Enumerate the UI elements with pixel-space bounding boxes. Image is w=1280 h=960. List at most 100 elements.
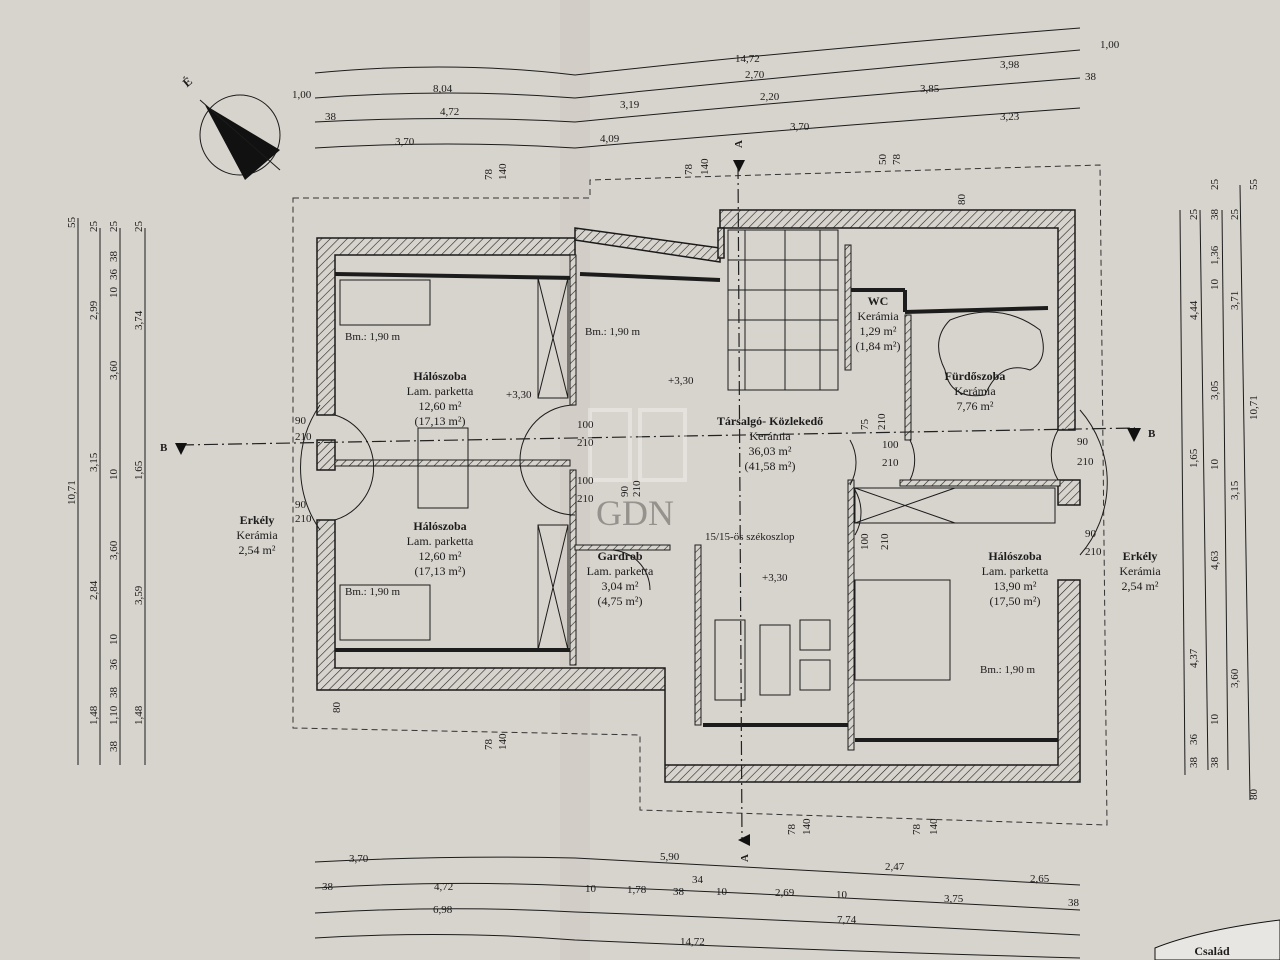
section-label-b: B xyxy=(160,442,168,454)
watermark-logo: GDN xyxy=(588,408,687,533)
dimension-label: 55 xyxy=(1248,179,1260,191)
dimension-label: 3,60 xyxy=(108,540,120,560)
section-line-a xyxy=(737,164,743,841)
section-marker-b-right xyxy=(1127,428,1141,442)
window-size-label: 78 xyxy=(483,169,495,181)
dimension-label: 4,72 xyxy=(434,881,453,893)
level-mark: +3,30 xyxy=(506,389,532,401)
dimension-label: 1,65 xyxy=(1188,448,1200,468)
dimension-label: 38 xyxy=(108,741,120,753)
dimension-label: 3,70 xyxy=(349,853,369,865)
dimension-label: 10 xyxy=(1209,459,1221,471)
door-size-label: 210 xyxy=(631,480,643,497)
dimension-label: 10 xyxy=(108,287,120,299)
room-label: Fürdőszoba xyxy=(945,369,1006,383)
section-label-a: A xyxy=(733,140,745,148)
dimension-label: 38 xyxy=(1085,71,1097,83)
room-gross: (4,75 m²) xyxy=(598,594,643,608)
door-size-label: 100 xyxy=(577,419,594,431)
window-size-label: 140 xyxy=(497,733,509,750)
dimension-label: 3,70 xyxy=(395,136,415,148)
section-marker-a-top xyxy=(733,160,745,172)
dimension-label: 38 xyxy=(325,111,337,123)
window-size-label: 140 xyxy=(928,818,940,835)
dimension-label: 36 xyxy=(108,269,120,281)
door-size-label: 210 xyxy=(1085,546,1102,558)
dimension-label: 7,74 xyxy=(837,914,857,926)
room-area: 3,04 m² xyxy=(602,579,639,593)
dimension-label: 3,85 xyxy=(920,83,940,95)
dimension-label: 38 xyxy=(108,687,120,699)
room-label: Hálószoba xyxy=(413,369,466,383)
room-label: Erkély xyxy=(240,513,275,527)
dimension-label: 3,60 xyxy=(108,360,120,380)
dimension-label: 3,59 xyxy=(133,585,145,605)
room-label: Társalgó- Közlekedő xyxy=(717,414,823,428)
window-size-label: 78 xyxy=(786,824,798,836)
door-size-label: 210 xyxy=(577,493,594,505)
dimension-label: 4,37 xyxy=(1188,648,1200,668)
dimension-label: 2,70 xyxy=(745,69,765,81)
dimension-label: 34 xyxy=(692,874,704,886)
dimension-label: 3,74 xyxy=(133,310,145,330)
room-area: 12,60 m² xyxy=(419,549,462,563)
level-mark: +3,30 xyxy=(668,375,694,387)
dimension-label: 3,71 xyxy=(1229,291,1241,310)
dimension-label: 1,78 xyxy=(627,884,647,896)
room-floor: Kerámia xyxy=(749,429,791,443)
dimension-label: 10 xyxy=(836,889,848,901)
window-size-label: 50 xyxy=(877,154,889,166)
dimension-label: 3,15 xyxy=(1229,480,1241,500)
north-arrow-icon xyxy=(199,94,281,180)
dimension-label: 25 xyxy=(1209,179,1221,191)
room-label: Hálószoba xyxy=(988,549,1041,563)
door-size-label: 75 xyxy=(859,419,871,431)
dimension-label: 55 xyxy=(66,217,78,229)
door-size-label: 210 xyxy=(577,437,594,449)
room-floor: Lam. parketta xyxy=(587,564,654,578)
dimension-label: 2,20 xyxy=(760,91,780,103)
ceiling-height-note: Bm.: 1,90 m xyxy=(980,664,1035,676)
dimension-label: 2,65 xyxy=(1030,873,1050,885)
title-block xyxy=(1154,919,1280,960)
dimension-label: 25 xyxy=(133,221,145,233)
section-marker-a-bottom xyxy=(738,834,750,846)
dimension-label: 25 xyxy=(1229,209,1241,221)
dimension-label: 10 xyxy=(1209,279,1221,291)
roof-outline xyxy=(292,164,1108,826)
ceiling-height-note: Bm.: 1,90 m xyxy=(585,326,640,338)
door-size-label: 210 xyxy=(876,413,888,430)
dimension-lines xyxy=(77,27,1251,959)
window-size-label: 78 xyxy=(683,164,695,176)
dimension-label: 8,04 xyxy=(433,83,453,95)
interior-walls xyxy=(300,229,1108,751)
room-area: 2,54 m² xyxy=(1122,579,1159,593)
dimension-label: 1,48 xyxy=(88,705,100,725)
dimension-label: 25 xyxy=(108,221,120,233)
dimension-label: 10 xyxy=(1209,714,1221,726)
door-size-label: 210 xyxy=(295,513,312,525)
dimension-label: 4,09 xyxy=(600,133,620,145)
door-size-label: 210 xyxy=(882,457,899,469)
dimension-label: 1,00 xyxy=(292,89,312,101)
door-size-label: 210 xyxy=(295,431,312,443)
dimension-label: 10 xyxy=(716,886,728,898)
room-area: 13,90 m² xyxy=(994,579,1037,593)
dimension-label: 25 xyxy=(88,221,100,233)
dimension-label: 14,72 xyxy=(680,936,705,948)
room-floor: Kerámia xyxy=(857,309,899,323)
dimension-label: 36 xyxy=(108,659,120,671)
dimension-label: 4,63 xyxy=(1209,550,1221,570)
room-label: Gardrob xyxy=(597,549,642,563)
room-gross: (41,58 m²) xyxy=(745,459,796,473)
dimension-label: 38 xyxy=(1209,209,1221,221)
dimension-label: 1,48 xyxy=(133,705,145,725)
section-line-b xyxy=(179,427,1136,446)
dimension-label: 3,75 xyxy=(944,893,964,905)
dimension-label: 3,05 xyxy=(1209,380,1221,400)
dimension-label: 1,00 xyxy=(1100,39,1120,51)
section-marker-b-left xyxy=(175,443,187,455)
door-size-label: 90 xyxy=(1077,436,1089,448)
dimension-label: 38 xyxy=(1068,897,1080,909)
